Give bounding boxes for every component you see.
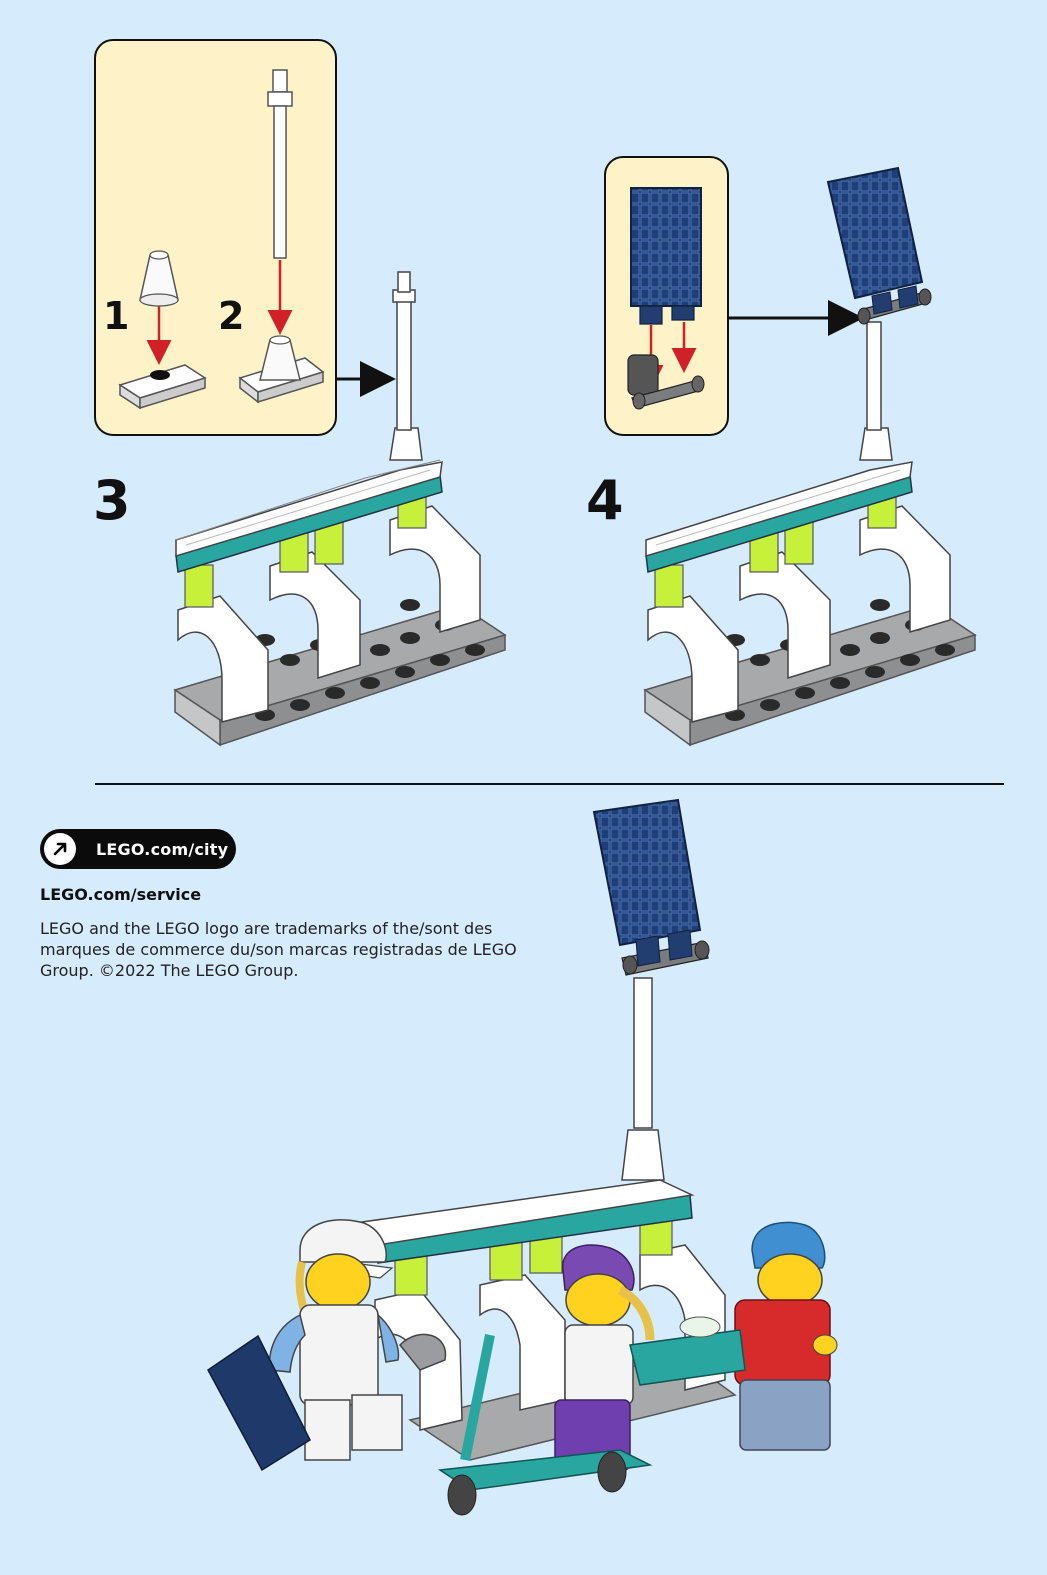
final-model-scene xyxy=(207,798,838,1516)
step-number-4: 4 xyxy=(586,469,624,532)
step4-model xyxy=(643,166,977,747)
bar-holder-piece xyxy=(627,354,705,410)
pole-piece xyxy=(267,69,293,259)
legal-trademark-text: LEGO and the LEGO logo are trademarks of… xyxy=(40,919,517,980)
cone-on-tile xyxy=(238,335,325,404)
arrow-up-right-icon xyxy=(44,833,76,865)
lego-city-link-button[interactable]: LEGO.com/city xyxy=(40,829,236,869)
step3-model xyxy=(173,271,507,747)
boy-minifigure xyxy=(709,1221,838,1451)
solar-panel-piece xyxy=(630,187,702,325)
step-number-3: 3 xyxy=(93,469,131,532)
tile-piece-1 xyxy=(118,364,207,410)
sub-step-number-2: 2 xyxy=(218,294,245,338)
worker-minifigure xyxy=(207,1219,447,1472)
step4-callout xyxy=(604,156,729,436)
sub-step-number-1: 1 xyxy=(103,294,130,338)
lego-city-link-label: LEGO.com/city xyxy=(96,839,229,859)
girl-minifigure xyxy=(437,1244,655,1516)
cone-piece xyxy=(139,250,179,307)
lego-service-link[interactable]: LEGO.com/service xyxy=(40,885,202,904)
step3-callout xyxy=(94,39,337,436)
section-divider xyxy=(95,783,1004,785)
